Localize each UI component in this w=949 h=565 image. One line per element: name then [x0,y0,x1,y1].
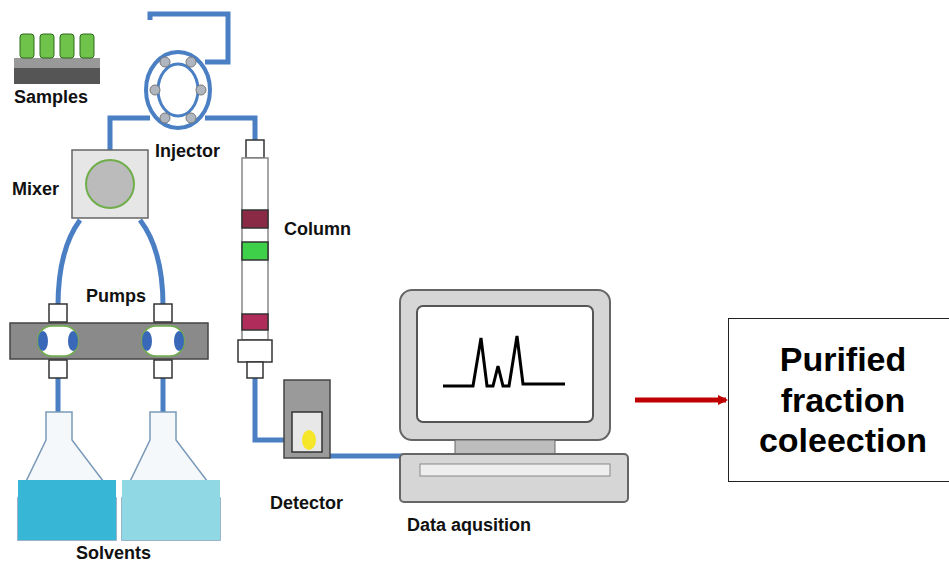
part-label: Injector [155,142,220,162]
node-text: Data aqusition [407,515,531,536]
part-label: Pumps [86,287,146,307]
part-label: Solvents [76,544,151,564]
part-label: Mixer [12,180,59,200]
computer-node: Data aqusition [395,288,635,536]
part-label: Detector [270,494,343,514]
node-text: Purified fraction coleection [729,339,949,461]
computer-illustration [395,288,635,508]
part-label: Samples [14,88,88,108]
process-box: Purified fraction coleection [728,318,949,482]
arrow-connector [635,398,726,403]
part-label: Column [284,220,351,240]
